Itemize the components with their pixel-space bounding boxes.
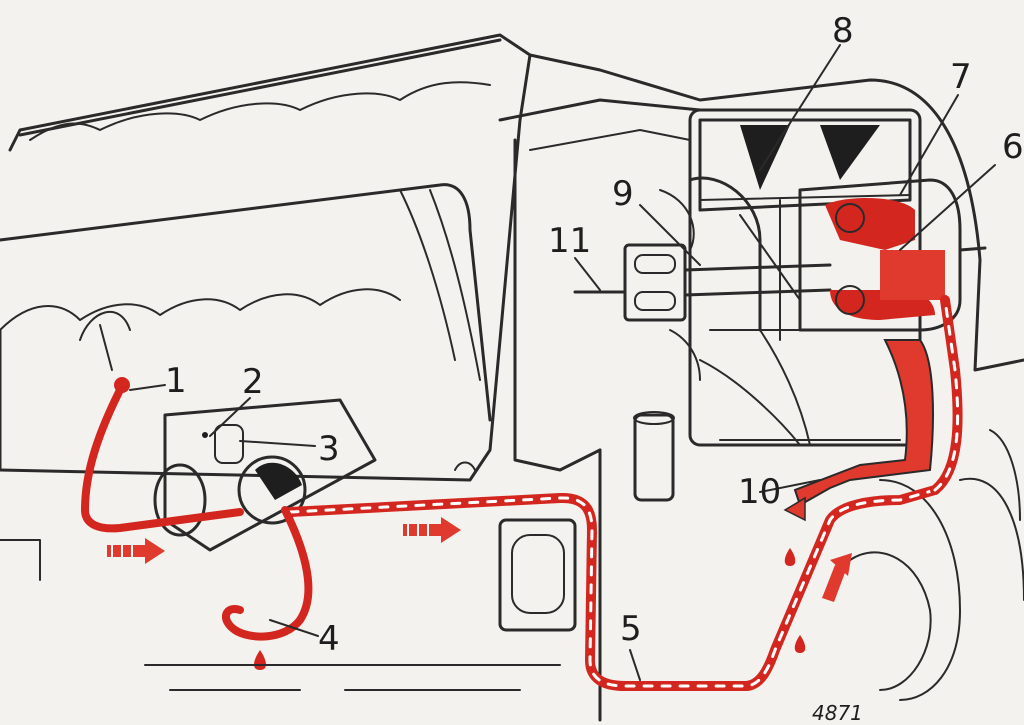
callout-7: 7 — [950, 57, 972, 97]
callout-10: 10 — [738, 472, 781, 512]
engine-block — [0, 33, 532, 482]
oil-drop-3 — [794, 635, 806, 653]
leader-lines — [129, 44, 996, 681]
flow-arrows — [107, 517, 852, 670]
control-valve — [79, 310, 476, 552]
callout-4: 4 — [318, 619, 340, 659]
oil-drop-2 — [784, 548, 796, 566]
flow-arrow-middle — [403, 517, 461, 543]
callout-3: 3 — [318, 429, 340, 469]
callout-8: 8 — [832, 11, 854, 51]
callout-6: 6 — [1002, 127, 1024, 167]
fan-assembly — [573, 108, 922, 447]
callout-9: 9 — [612, 174, 634, 214]
callout-1: 1 — [165, 361, 187, 401]
flow-arrow-left — [107, 538, 165, 564]
oil-drop-1 — [254, 650, 266, 670]
oil-lines — [80, 295, 963, 691]
fluid-coupling — [798, 178, 987, 332]
flow-arrow-right — [822, 553, 852, 602]
callout-5: 5 — [620, 609, 642, 649]
callout-11: 11 — [548, 221, 591, 261]
callout-2: 2 — [242, 362, 264, 402]
figure-number: 4871 — [812, 701, 863, 725]
ground-lines — [0, 539, 561, 691]
